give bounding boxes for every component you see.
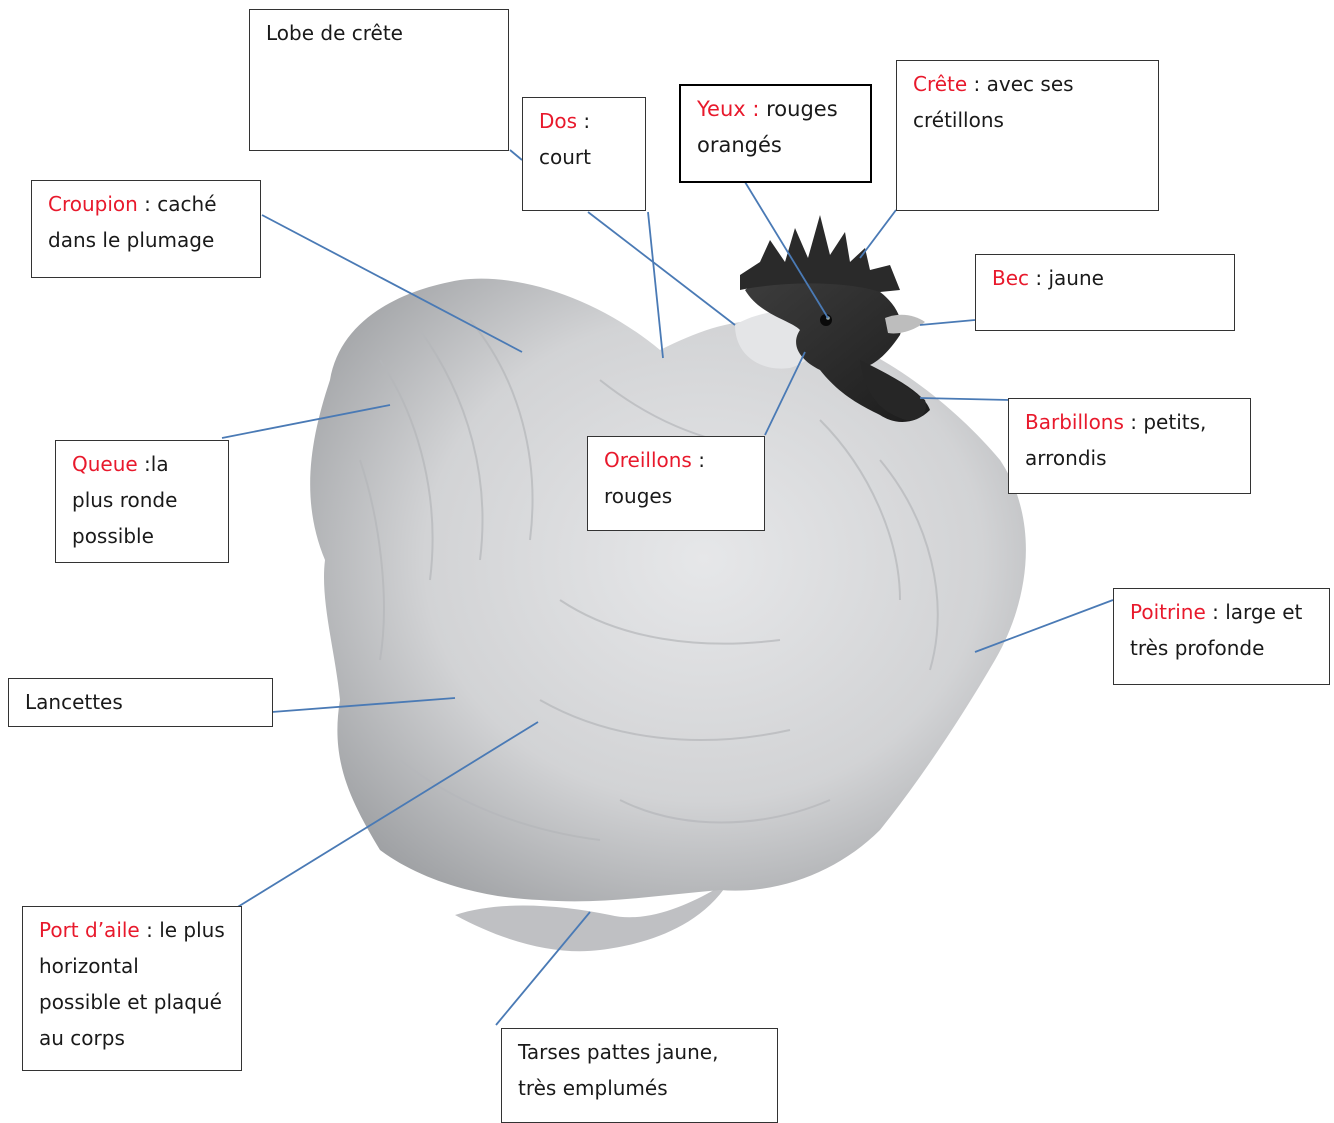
- label-bec-term: Bec: [992, 266, 1030, 290]
- label-lancettes-text: Lancettes: [25, 690, 123, 714]
- label-port-aile-rest: : le plus horizontal possible et plaqué …: [39, 918, 225, 1050]
- bird-body: [310, 278, 1026, 902]
- label-barbillons-rest: : petits, arrondis: [1025, 410, 1207, 470]
- label-crete: Crête : avec ses crétillons: [896, 60, 1159, 211]
- label-queue-rest: :la plus ronde possible: [72, 452, 178, 548]
- label-yeux-rest: rouges orangés: [697, 97, 838, 157]
- label-dos-rest: : court: [539, 109, 591, 169]
- label-tarses-text: Tarses pattes jaune, très emplumés: [518, 1040, 719, 1100]
- label-barbillons: Barbillons : petits, arrondis: [1008, 398, 1251, 494]
- label-lobe: Lobe de crête: [249, 9, 509, 151]
- label-bec-rest: : jaune: [1029, 266, 1104, 290]
- label-crete-rest: : avec ses crétillons: [913, 72, 1074, 132]
- label-oreillons: Oreillons : rouges: [587, 436, 765, 531]
- label-poitrine: Poitrine : large et très profonde: [1113, 588, 1330, 685]
- label-oreillons-rest: : rouges: [604, 448, 705, 508]
- leader-queue: [221, 404, 391, 439]
- leader-tarses: [495, 911, 591, 1026]
- leader-dos-2: [647, 211, 664, 359]
- label-lancettes: Lancettes: [8, 678, 273, 727]
- leader-crete: [859, 209, 897, 259]
- label-queue: Queue :la plus ronde possible: [55, 440, 229, 563]
- leader-lobe: [509, 149, 523, 161]
- label-port-aile-term: Port d’aile: [39, 918, 140, 942]
- label-barbillons-term: Barbillons: [1025, 410, 1124, 434]
- label-croupion-term: Croupion: [48, 192, 138, 216]
- comb: [740, 215, 900, 292]
- label-lobe-text: Lobe de crête: [266, 21, 403, 45]
- leader-lancettes: [271, 697, 456, 713]
- label-croupion: Croupion : caché dans le plumage: [31, 180, 261, 278]
- label-dos-term: Dos: [539, 109, 578, 133]
- label-bec: Bec : jaune: [975, 254, 1235, 331]
- label-port-aile: Port d’aile : le plus horizontal possibl…: [22, 906, 242, 1071]
- wattles: [860, 360, 926, 421]
- rooster-illustration: [310, 215, 1026, 952]
- leader-oreillons: [764, 351, 806, 436]
- label-oreillons-term: Oreillons: [604, 448, 692, 472]
- leader-port-aile: [235, 721, 539, 909]
- beak: [885, 314, 925, 334]
- label-poitrine-rest: : large et très profonde: [1130, 600, 1303, 660]
- foot-feathers: [455, 880, 730, 952]
- leader-croupion: [261, 214, 523, 353]
- leader-poitrine: [974, 599, 1114, 653]
- leader-dos-1: [587, 211, 736, 326]
- leader-lines: [221, 149, 1114, 1026]
- label-tarses: Tarses pattes jaune, très emplumés: [501, 1028, 778, 1123]
- label-yeux-term: Yeux :: [697, 97, 760, 121]
- label-queue-term: Queue: [72, 452, 138, 476]
- leader-yeux: [744, 181, 829, 319]
- feather-texture: [359, 319, 939, 841]
- leader-bec: [919, 319, 976, 326]
- label-dos: Dos : court: [522, 97, 646, 211]
- label-poitrine-term: Poitrine: [1130, 600, 1206, 624]
- label-croupion-rest: : caché dans le plumage: [48, 192, 217, 252]
- label-yeux: Yeux : rouges orangés: [679, 84, 872, 183]
- leader-barbillons: [919, 397, 1011, 401]
- label-crete-term: Crête: [913, 72, 968, 96]
